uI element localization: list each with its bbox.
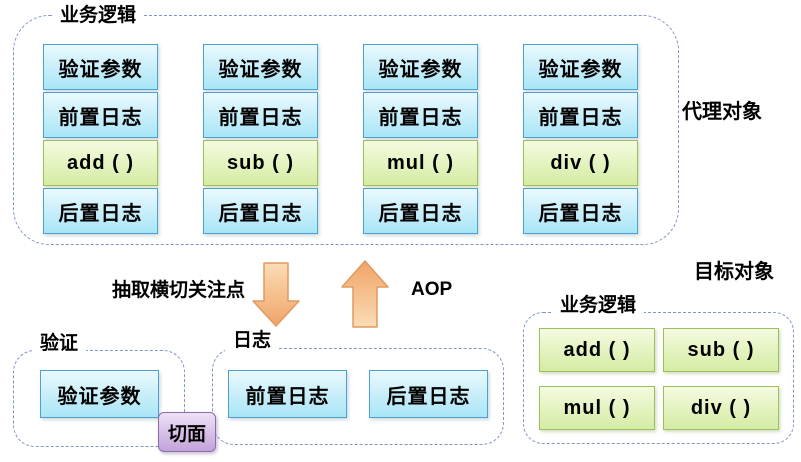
proxy-side-label: 代理对象 [682,101,762,123]
proxy-group-label: 业务逻辑 [52,5,145,27]
proxy-column-add: 验证参数 前置日志 add ( ) 后置日志 [43,44,158,234]
cell-method-add: add ( ) [43,140,158,186]
cell-validate-params: 验证参数 [523,44,638,90]
box-method-div: div ( ) [663,386,779,430]
logging-aspect-group: 日志 前置日志 后置日志 [212,330,504,445]
extract-crosscut-label: 抽取横切关注点 [112,280,246,301]
validation-group-label: 验证 [32,333,87,355]
cell-post-log: 后置日志 [203,188,318,234]
box-method-add: add ( ) [539,328,655,372]
target-group-label: 业务逻辑 [552,295,645,317]
target-group: 业务逻辑 add ( ) sub ( ) mul ( ) div ( ) [523,295,794,444]
cell-pre-log: 前置日志 [43,92,158,138]
cell-method-div: div ( ) [523,140,638,186]
box-method-mul: mul ( ) [539,386,655,430]
proxy-column-div: 验证参数 前置日志 div ( ) 后置日志 [523,44,638,234]
validation-aspect-group: 验证 验证参数 [13,333,185,447]
cell-validate-params: 验证参数 [363,44,478,90]
aop-label: AOP [411,279,453,300]
cell-validate-params: 验证参数 [43,44,158,90]
proxy-group: 业务逻辑 验证参数 前置日志 add ( ) 后置日志 验证参数 前置日志 su… [13,5,679,245]
cell-post-log: 后置日志 [43,188,158,234]
cell-pre-log: 前置日志 [363,92,478,138]
box-method-sub: sub ( ) [663,328,779,372]
up-arrow-icon [341,260,389,328]
aspect-badge: 切面 [158,412,216,452]
box-pre-log: 前置日志 [228,370,347,418]
logging-group-label: 日志 [225,330,280,352]
proxy-column-mul: 验证参数 前置日志 mul ( ) 后置日志 [363,44,478,234]
proxy-column-sub: 验证参数 前置日志 sub ( ) 后置日志 [203,44,318,234]
cell-method-mul: mul ( ) [363,140,478,186]
box-validate-params: 验证参数 [40,370,159,418]
box-post-log: 后置日志 [369,370,488,418]
target-caption: 目标对象 [694,261,774,283]
down-arrow-icon [252,262,300,327]
cell-post-log: 后置日志 [363,188,478,234]
cell-method-sub: sub ( ) [203,140,318,186]
cell-post-log: 后置日志 [523,188,638,234]
cell-pre-log: 前置日志 [523,92,638,138]
cell-validate-params: 验证参数 [203,44,318,90]
cell-pre-log: 前置日志 [203,92,318,138]
